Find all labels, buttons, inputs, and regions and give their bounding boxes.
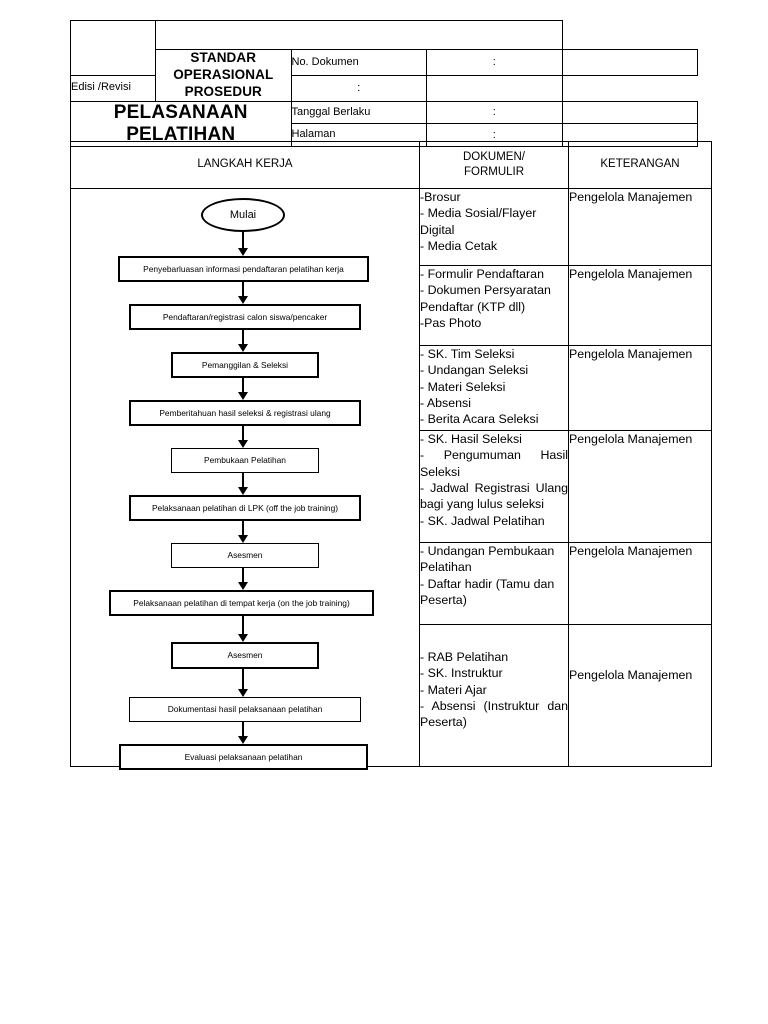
logo-cell <box>70 20 156 76</box>
header-row-1 <box>70 20 698 76</box>
field-value-no-dokumen[interactable] <box>561 49 698 76</box>
flow-node-5[interactable]: Pembukaan Pelatihan <box>171 447 319 473</box>
keterangan-cell-4: Pengelola Manajemen <box>568 429 712 543</box>
field-separator-edisi-revisi: : <box>290 74 427 102</box>
flow-node-10[interactable]: Dokumentasi hasil pelaksanaan pelatihan <box>129 696 361 722</box>
dokumen-cell-2: - Formulir Pendaftaran- Dokumen Persyara… <box>419 264 569 346</box>
table-row: - RAB Pelatihan- SK. Instruktur- Materi … <box>71 623 712 767</box>
column-header-keterangan: KETERANGAN <box>568 141 712 189</box>
field-label-no-dokumen: No. Dokumen <box>290 49 427 76</box>
procedure-table: LANGKAH KERJA DOKUMEN/ FORMULIR KETERANG… <box>70 141 712 770</box>
dokumen-cell-5: - Undangan Pembukaan Pelatihan- Daftar h… <box>419 541 569 625</box>
table-row: - Undangan Pembukaan Pelatihan- Daftar h… <box>71 541 712 625</box>
header-row-4: PELASANAAN PELATIHAN Tanggal Berlaku : <box>70 100 698 147</box>
column-header-dokumen-formulir: DOKUMEN/ FORMULIR <box>419 141 569 189</box>
column-header-dokumen-line2: FORMULIR <box>463 165 525 178</box>
field-separator-tanggal-berlaku: : <box>426 100 563 125</box>
table-row: Mulai Penyebarluasan informasi pendaftar… <box>70 187 712 770</box>
flow-node-11[interactable]: Evaluasi pelaksanaan pelatihan <box>119 743 368 770</box>
flow-node-9[interactable]: Asesmen <box>171 641 319 669</box>
sop-title-line2: PROSEDUR <box>184 83 262 99</box>
table-row: - Formulir Pendaftaran- Dokumen Persyara… <box>71 264 712 346</box>
keterangan-cell-2: Pengelola Manajemen <box>568 264 712 346</box>
dokumen-cell-4: - SK. Hasil Seleksi- Pengumuman Hasil Se… <box>419 429 569 543</box>
flowchart: Mulai Penyebarluasan informasi pendaftar… <box>71 189 419 770</box>
field-label-edisi-revisi: Edisi /Revisi <box>70 74 156 102</box>
flow-node-1[interactable]: Penyebarluasan informasi pendaftaran pel… <box>118 255 369 282</box>
dokumen-cell-6: - RAB Pelatihan- SK. Instruktur- Materi … <box>419 623 569 767</box>
field-label-tanggal-berlaku: Tanggal Berlaku <box>290 100 427 125</box>
column-header-langkah-kerja: LANGKAH KERJA <box>70 141 420 189</box>
flow-node-3[interactable]: Pemanggilan & Seleksi <box>171 351 319 378</box>
page-title: PELASANAAN PELATIHAN <box>70 100 292 147</box>
flow-node-2[interactable]: Pendaftaran/registrasi calon siswa/penca… <box>129 303 361 330</box>
keterangan-cell-1: Pengelola Manajemen <box>568 187 712 266</box>
flow-node-4[interactable]: Pemberitahuan hasil seleksi & registrasi… <box>129 399 361 426</box>
header-blank-cell <box>155 20 563 50</box>
flow-node-start[interactable]: Mulai <box>201 197 285 232</box>
header-row-3: Edisi /Revisi : <box>70 74 698 102</box>
document-header-table: STANDAR OPERASIONAL PROSEDUR No. Dokumen… <box>70 20 698 147</box>
dokumen-cell-1: -Brosur- Media Sosial/Flayer Digital - M… <box>419 187 569 266</box>
flow-node-6[interactable]: Pelaksanaan pelatihan di LPK (off the jo… <box>129 494 361 521</box>
table-row: - SK. Tim Seleksi- Undangan Seleksi- Mat… <box>71 344 712 431</box>
flow-node-8[interactable]: Pelaksanaan pelatihan di tempat kerja (o… <box>109 589 374 616</box>
keterangan-cell-5: Pengelola Manajemen <box>568 541 712 625</box>
keterangan-cell-6: Pengelola Manajemen <box>568 623 712 767</box>
column-header-dokumen-line1: DOKUMEN/ <box>463 151 525 163</box>
flow-node-7[interactable]: Asesmen <box>171 542 319 568</box>
dokumen-cell-3: - SK. Tim Seleksi- Undangan Seleksi- Mat… <box>419 344 569 431</box>
field-value-edisi-revisi[interactable] <box>426 74 563 102</box>
sop-title-cell: STANDAR OPERASIONAL PROSEDUR <box>155 49 292 102</box>
flowchart-cell: Mulai Penyebarluasan informasi pendaftar… <box>70 187 420 770</box>
sop-title-line1: STANDAR OPERASIONAL <box>173 50 274 82</box>
table-row: - SK. Hasil Seleksi- Pengumuman Hasil Se… <box>71 429 712 543</box>
keterangan-cell-3: Pengelola Manajemen <box>568 344 712 431</box>
field-separator-no-dokumen: : <box>426 49 563 76</box>
field-value-tanggal-berlaku[interactable] <box>561 100 698 125</box>
header-row-5: Halaman : <box>71 123 698 147</box>
table-header-row: LANGKAH KERJA DOKUMEN/ FORMULIR KETERANG… <box>70 141 712 189</box>
header-row-2: STANDAR OPERASIONAL PROSEDUR No. Dokumen… <box>71 49 698 102</box>
